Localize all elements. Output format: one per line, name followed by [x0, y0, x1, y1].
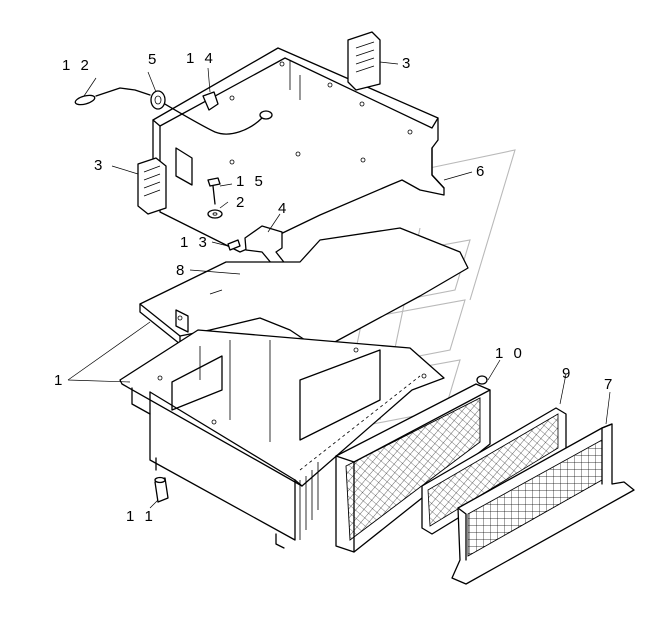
bolt [207, 177, 221, 205]
callout-2: 2 [236, 194, 247, 211]
callout-12: 1 2 [62, 57, 92, 74]
clip [202, 91, 219, 111]
rubber-pad-left [137, 157, 167, 215]
grommet [150, 90, 166, 110]
base-box [119, 329, 445, 549]
callout-15: 1 5 [236, 173, 266, 190]
callout-1: 1 [54, 372, 65, 389]
callout-9: 9 [562, 365, 573, 382]
cable-assembly [74, 87, 273, 135]
callout-4: 4 [278, 200, 289, 217]
mounting-plate [139, 227, 469, 351]
callout-10: 1 0 [495, 345, 525, 362]
callout-11: 1 1 [126, 508, 156, 525]
callout-13: 1 3 [180, 234, 210, 251]
callout-14: 1 4 [186, 50, 216, 67]
callout-7: 7 [604, 376, 615, 393]
washer [207, 209, 223, 219]
callout-8: 8 [176, 262, 187, 279]
fitting [154, 476, 169, 503]
callout-5: 5 [148, 51, 159, 68]
filter-frame [335, 375, 491, 553]
top-cover [152, 47, 445, 253]
callout-labels: 1 2 5 1 4 3 3 6 1 5 2 4 1 3 8 1 1 0 9 7 … [54, 50, 615, 525]
rubber-pad-right [347, 31, 381, 91]
callout-3-right: 3 [402, 55, 413, 72]
callout-6: 6 [476, 163, 487, 180]
leader-lines [67, 61, 611, 509]
screen-panel [451, 423, 635, 585]
callout-3-left: 3 [94, 157, 105, 174]
screw [227, 239, 241, 251]
